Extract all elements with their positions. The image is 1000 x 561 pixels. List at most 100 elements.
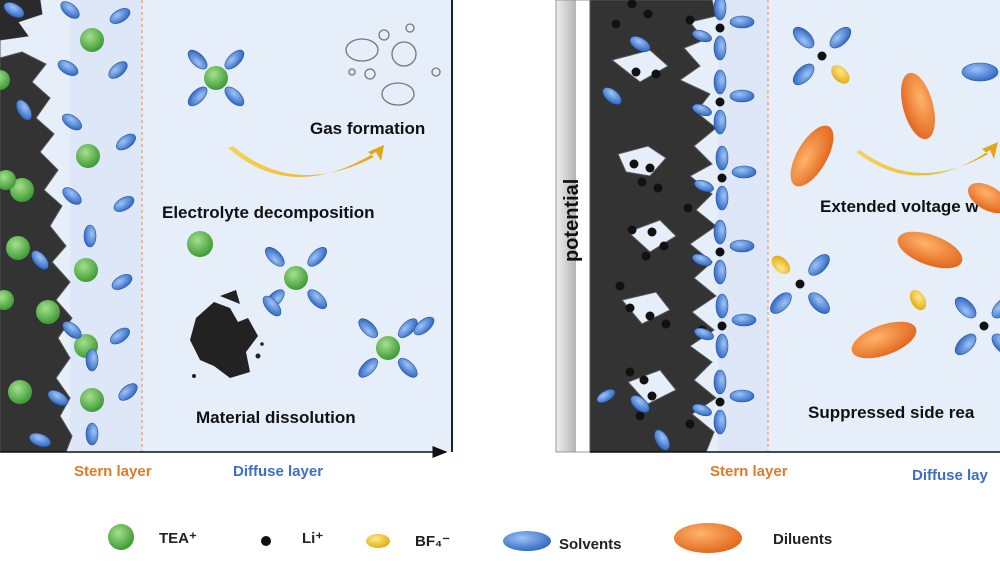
solvent-molecule xyxy=(715,145,729,171)
solvent-molecule xyxy=(715,185,729,211)
solvent-molecule xyxy=(307,289,328,310)
li-cation xyxy=(643,9,653,19)
solvent-molecule xyxy=(694,179,714,193)
decomposition-arrow xyxy=(228,145,384,178)
material-dissolution-label: Material dissolution xyxy=(196,408,356,427)
solvent-molecule xyxy=(629,36,651,52)
tea-cation xyxy=(36,300,60,324)
solvent-molecule xyxy=(694,327,714,341)
solvent-molecule xyxy=(713,409,727,435)
solvent-molecule xyxy=(596,389,616,403)
legend-tea-icon xyxy=(108,524,134,550)
solvent-molecule xyxy=(829,26,852,49)
li-cation xyxy=(611,19,621,29)
solvent-molecule xyxy=(713,259,727,285)
solvent-molecule xyxy=(991,333,1000,356)
solvent-molecule xyxy=(713,35,727,61)
diluent-molecule xyxy=(897,231,963,269)
solvent-molecule xyxy=(792,63,815,86)
li-cation xyxy=(715,397,725,407)
diluent-molecule xyxy=(851,321,917,359)
solvent-molecule xyxy=(961,62,999,82)
bf4-anion xyxy=(831,65,850,84)
solvent-molecule xyxy=(654,429,670,451)
li-cation xyxy=(637,177,647,187)
li-cation xyxy=(629,159,639,169)
li-cation xyxy=(651,69,661,79)
diluent-molecule xyxy=(790,125,834,187)
li-cation xyxy=(635,411,645,421)
solvent-molecule xyxy=(358,358,378,378)
legend-li-icon xyxy=(261,536,271,546)
right-stern-region xyxy=(718,0,768,452)
tea-cation xyxy=(10,178,34,202)
right-panel: Extended voltage w Suppressed side rea xyxy=(555,0,1000,453)
tea-cation xyxy=(80,28,104,52)
molecular-species xyxy=(0,0,1000,451)
solvent-molecule xyxy=(110,327,130,345)
li-cation xyxy=(795,279,805,289)
solvent-molecule xyxy=(187,86,208,107)
solvent-molecule xyxy=(692,103,712,117)
tea-cation xyxy=(187,231,213,257)
li-cation xyxy=(715,97,725,107)
solvent-molecule xyxy=(113,196,135,212)
solvent-molecule xyxy=(731,313,757,327)
li-cation xyxy=(715,23,725,33)
suppressed-side-reactions-label: Suppressed side rea xyxy=(808,403,975,422)
solvent-molecule xyxy=(792,26,815,49)
solvent-molecule xyxy=(398,358,418,378)
tea-cation xyxy=(74,258,98,282)
electrolyte-decomposition-label: Electrolyte decomposition xyxy=(162,203,375,222)
li-cation xyxy=(685,15,695,25)
solvent-molecule xyxy=(713,109,727,135)
solvent-molecule xyxy=(224,49,245,70)
solvent-molecule xyxy=(62,187,82,205)
solvent-molecule xyxy=(307,246,328,267)
li-cation xyxy=(685,419,695,429)
solvent-molecule xyxy=(62,113,82,131)
solvent-molecule xyxy=(187,49,208,70)
tea-cation xyxy=(0,290,14,310)
tea-cation xyxy=(0,170,16,190)
solvent-molecule xyxy=(29,432,51,448)
solvent-molecule xyxy=(116,133,136,151)
li-cation xyxy=(717,321,727,331)
li-cation xyxy=(715,247,725,257)
li-cation xyxy=(653,183,663,193)
legend: TEA⁺ Li⁺ BF₄⁻ Solvents Diluents xyxy=(108,523,832,553)
tea-cation xyxy=(376,336,400,360)
li-cation xyxy=(615,281,625,291)
solvent-molecule xyxy=(413,316,435,336)
li-cation xyxy=(639,375,649,385)
tea-cation xyxy=(6,236,30,260)
legend-solvents-icon xyxy=(503,531,551,551)
gas-bubbles xyxy=(345,23,441,106)
solvent-molecule xyxy=(715,333,729,359)
li-cation xyxy=(641,251,651,261)
solvent-molecule xyxy=(954,333,977,356)
li-cation xyxy=(661,319,671,329)
legend-bf4-label: BF₄⁻ xyxy=(415,533,450,550)
li-cation xyxy=(625,367,635,377)
solvent-molecule xyxy=(808,292,830,314)
solvent-molecule xyxy=(692,253,712,267)
li-cation xyxy=(717,173,727,183)
solvent-molecule xyxy=(118,383,138,401)
solvent-molecule xyxy=(630,395,650,413)
li-cation xyxy=(631,67,641,77)
left-stern-layer-label: Stern layer xyxy=(74,463,152,480)
li-cation xyxy=(645,311,655,321)
electrode-pore xyxy=(621,291,671,325)
tea-cation xyxy=(284,266,308,290)
solvent-molecule xyxy=(729,15,755,29)
solvent-molecule xyxy=(602,87,622,105)
solvent-molecule xyxy=(731,165,757,179)
solvent-molecule xyxy=(111,274,133,290)
right-diffuse-layer-label: Diffuse lay xyxy=(912,467,989,484)
potential-bar xyxy=(556,0,576,452)
solvent-molecule xyxy=(954,296,977,319)
solvent-molecule xyxy=(85,422,99,446)
solvent-molecule xyxy=(770,292,792,314)
